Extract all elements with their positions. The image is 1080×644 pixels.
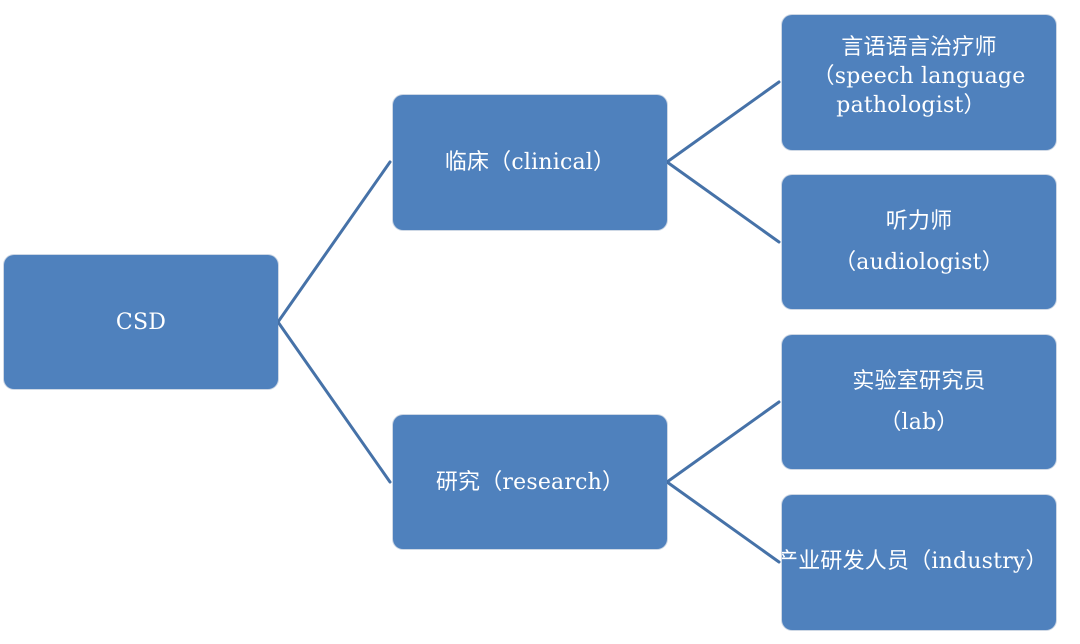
connector-research-industry bbox=[665, 480, 781, 564]
leaf-node-slp-label: 言语语言治疗师 （speech language pathologist） bbox=[813, 33, 1026, 120]
branch-node-clinical-label: 临床（clinical） bbox=[444, 150, 616, 175]
leaf-node-audiologist: 听力师 （audiologist） bbox=[782, 175, 1056, 309]
leaf-node-audiologist-line-1: 听力师 bbox=[885, 209, 953, 234]
connector-clinical-audiologist bbox=[665, 160, 781, 244]
leaf-node-speech-language-pathologist: 言语语言治疗师 （speech language pathologist） bbox=[782, 15, 1056, 150]
leaf-node-industry-researcher: 产业研发人员（industry） bbox=[782, 495, 1056, 630]
branch-node-research-label: 研究（research） bbox=[435, 469, 625, 495]
connector-research-lab bbox=[665, 400, 781, 484]
leaf-node-slp-line-3: pathologist） bbox=[836, 93, 986, 118]
connector-root-clinical bbox=[276, 160, 392, 324]
leaf-node-lab-researcher: 实验室研究员 （lab） bbox=[782, 335, 1056, 469]
leaf-node-lab-line-2: （lab） bbox=[879, 410, 959, 435]
leaf-node-audiologist-label: 听力师 （audiologist） bbox=[834, 207, 1004, 277]
root-node-csd: CSD bbox=[4, 255, 278, 389]
root-node-label: CSD bbox=[115, 309, 167, 335]
branch-node-research: 研究（research） bbox=[393, 415, 667, 549]
leaf-node-industry-label: 产业研发人员（industry） bbox=[782, 547, 1048, 576]
branch-node-clinical: 临床（clinical） bbox=[393, 95, 667, 230]
connector-root-research bbox=[276, 320, 392, 484]
leaf-node-lab-label: 实验室研究员 （lab） bbox=[852, 367, 985, 437]
leaf-node-slp-line-2: （speech language bbox=[812, 64, 1026, 89]
leaf-node-lab-line-1: 实验室研究员 bbox=[852, 369, 986, 394]
connector-clinical-slp bbox=[665, 80, 781, 164]
leaf-node-industry-line-1: 产业研发人员（industry） bbox=[782, 549, 1048, 574]
leaf-node-audiologist-line-2: （audiologist） bbox=[834, 250, 1004, 275]
leaf-node-slp-line-1: 言语语言治疗师 bbox=[841, 35, 997, 60]
